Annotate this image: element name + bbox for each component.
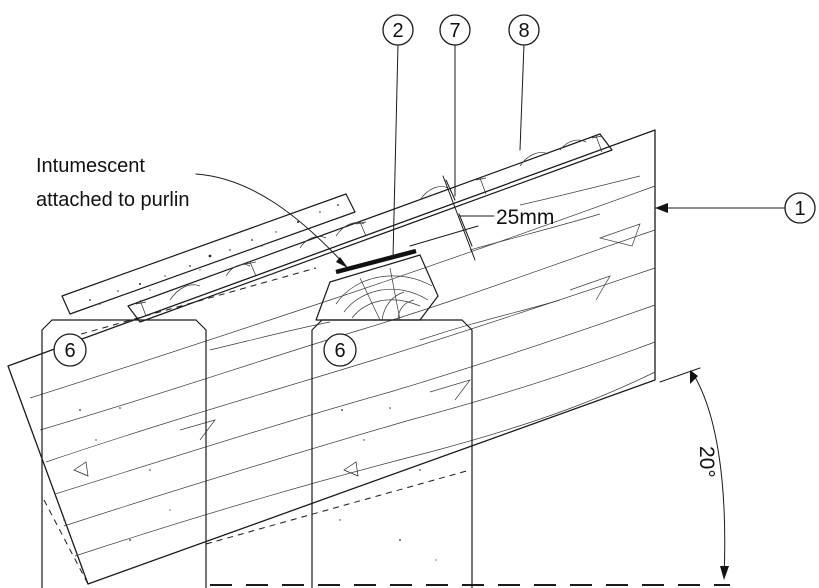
callout-8: 8	[508, 14, 540, 46]
callout-7: 7	[439, 14, 471, 46]
gap-dimension: 25mm	[409, 175, 554, 261]
hidden-edge-left	[43, 499, 89, 585]
timber-boarding	[127, 133, 613, 323]
callout-6-left-label: 6	[64, 340, 75, 362]
leader-lines	[195, 43, 786, 268]
hidden-edge-lower	[205, 469, 471, 545]
angle-dimension: 20°	[659, 367, 729, 580]
angle-dimension-label: 20°	[695, 446, 718, 478]
callout-2-label: 2	[392, 20, 403, 42]
insulation-board	[61, 193, 356, 315]
callout-6-right-label: 6	[334, 340, 345, 362]
callout-2: 2	[382, 14, 414, 46]
callout-7-label: 7	[449, 20, 460, 42]
concrete-column-right	[311, 319, 473, 588]
intumescent-strip	[335, 248, 417, 275]
rafter-timber	[7, 129, 656, 585]
annotation-line-1: Intumescent	[36, 155, 145, 177]
callout-1: 1	[784, 192, 816, 224]
callout-8-label: 8	[518, 20, 529, 42]
callout-1-label: 1	[794, 198, 805, 220]
callout-6-left: 6	[53, 333, 87, 367]
purlin-end-grain	[315, 254, 439, 321]
annotation-line-2: attached to purlin	[36, 189, 189, 211]
gap-dimension-label: 25mm	[496, 206, 554, 229]
concrete-column-left	[41, 319, 207, 588]
callout-6-right: 6	[323, 333, 357, 367]
